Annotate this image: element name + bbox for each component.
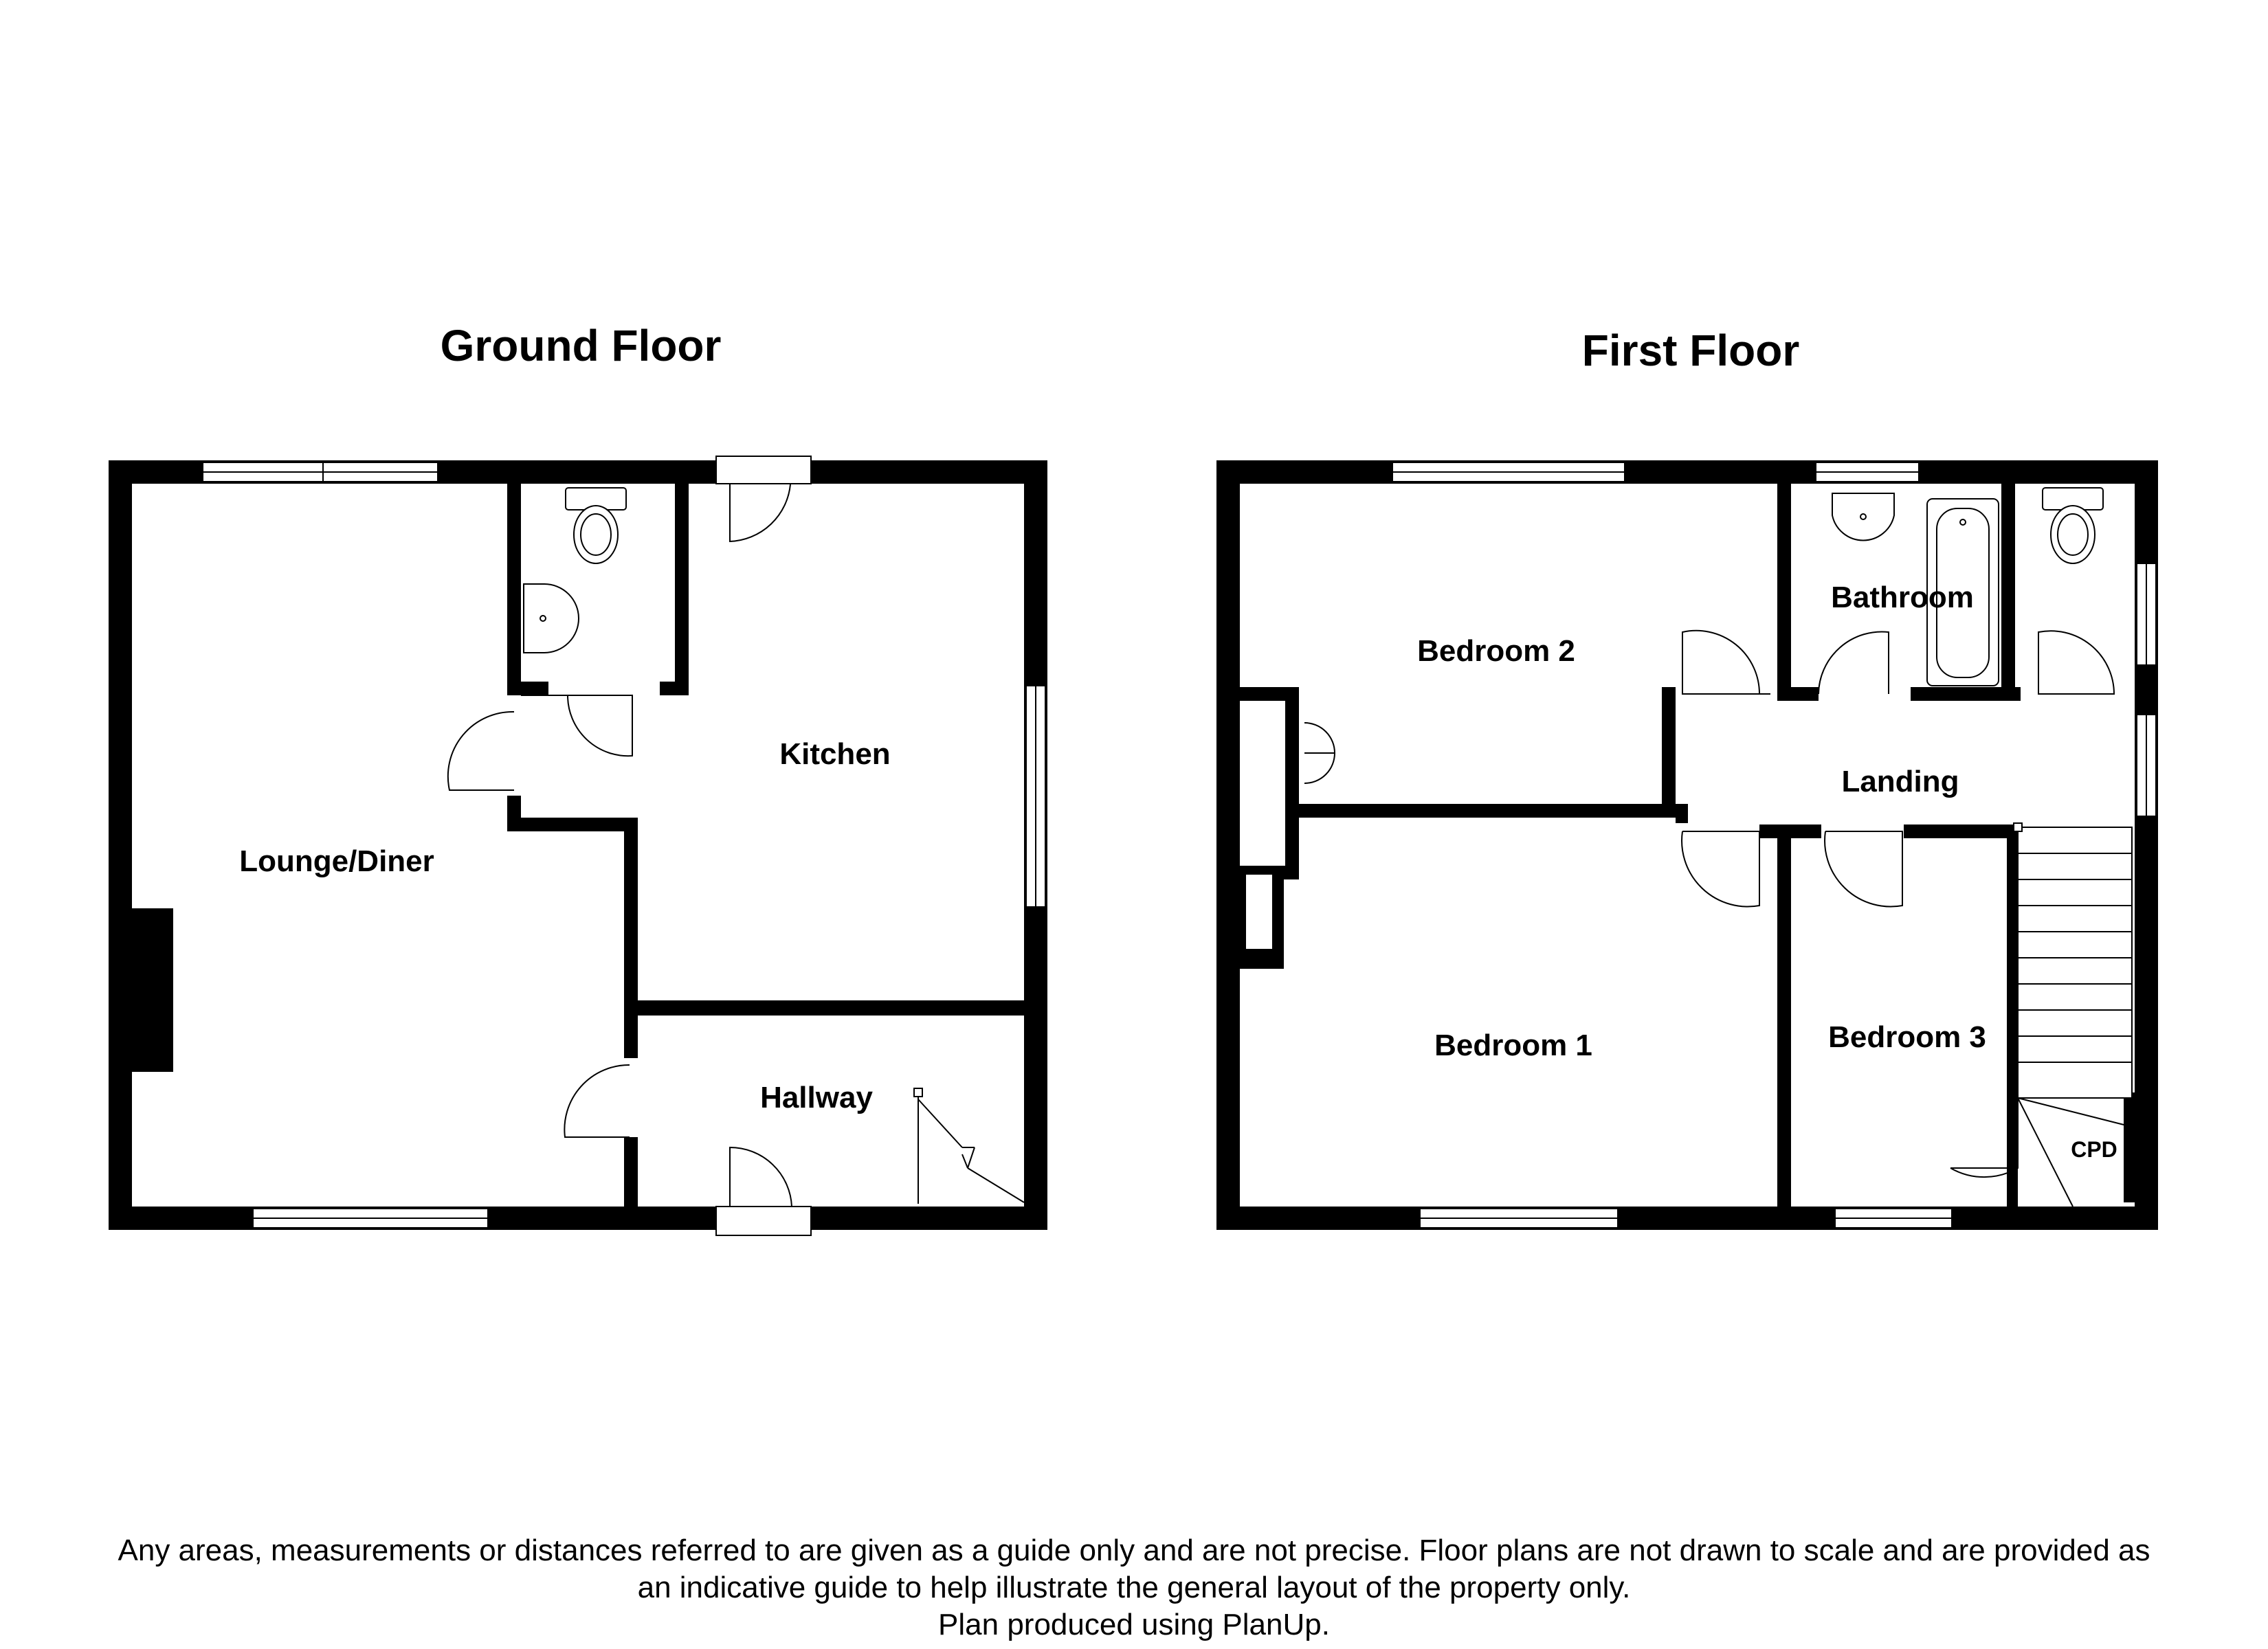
disclaimer-line-3: Plan produced using PlanUp. [938, 1608, 1330, 1641]
ground-floor-title: Ground Floor [441, 321, 722, 370]
disclaimer-line-1: Any areas, measurements or distances ref… [118, 1534, 2150, 1567]
first-floor-title: First Floor [1582, 326, 1799, 375]
ground-floor-plan: Ground Floor [109, 321, 1047, 1236]
room-label-cpd: CPD [2071, 1137, 2117, 1162]
first-floor-stairs [2013, 822, 2133, 1207]
ground-floor-wc [523, 487, 627, 653]
room-label-bedroom-3: Bedroom 3 [1828, 1020, 1986, 1054]
first-floor-internal-walls [1240, 484, 2135, 1207]
first-floor-cupboard [1245, 722, 1336, 950]
ground-floor-windows [202, 456, 1046, 1236]
first-floor-wc [2042, 487, 2104, 564]
disclaimer-line-2: an indicative guide to help illustrate t… [637, 1571, 1631, 1604]
room-label-bedroom-2: Bedroom 2 [1417, 634, 1575, 668]
first-floor-windows [1392, 462, 2157, 1229]
room-label-bathroom: Bathroom [1831, 581, 1974, 614]
ground-floor-internal-walls [507, 484, 1024, 1207]
ground-floor-doors [447, 484, 792, 1207]
room-label-kitchen: Kitchen [779, 737, 890, 771]
ground-floor-stairs [913, 1088, 1025, 1204]
room-label-lounge-diner: Lounge/Diner [239, 844, 434, 878]
disclaimer: Any areas, measurements or distances ref… [0, 1532, 2268, 1644]
chimney-breast [132, 908, 173, 1072]
room-label-landing: Landing [1841, 765, 1959, 798]
first-floor-bathroom-fixtures [1832, 493, 1999, 686]
first-floor-plan: First Floor [1216, 326, 2158, 1230]
room-label-bedroom-1: Bedroom 1 [1434, 1029, 1592, 1062]
first-floor-doors [1681, 629, 2115, 1178]
room-label-hallway: Hallway [760, 1081, 873, 1114]
